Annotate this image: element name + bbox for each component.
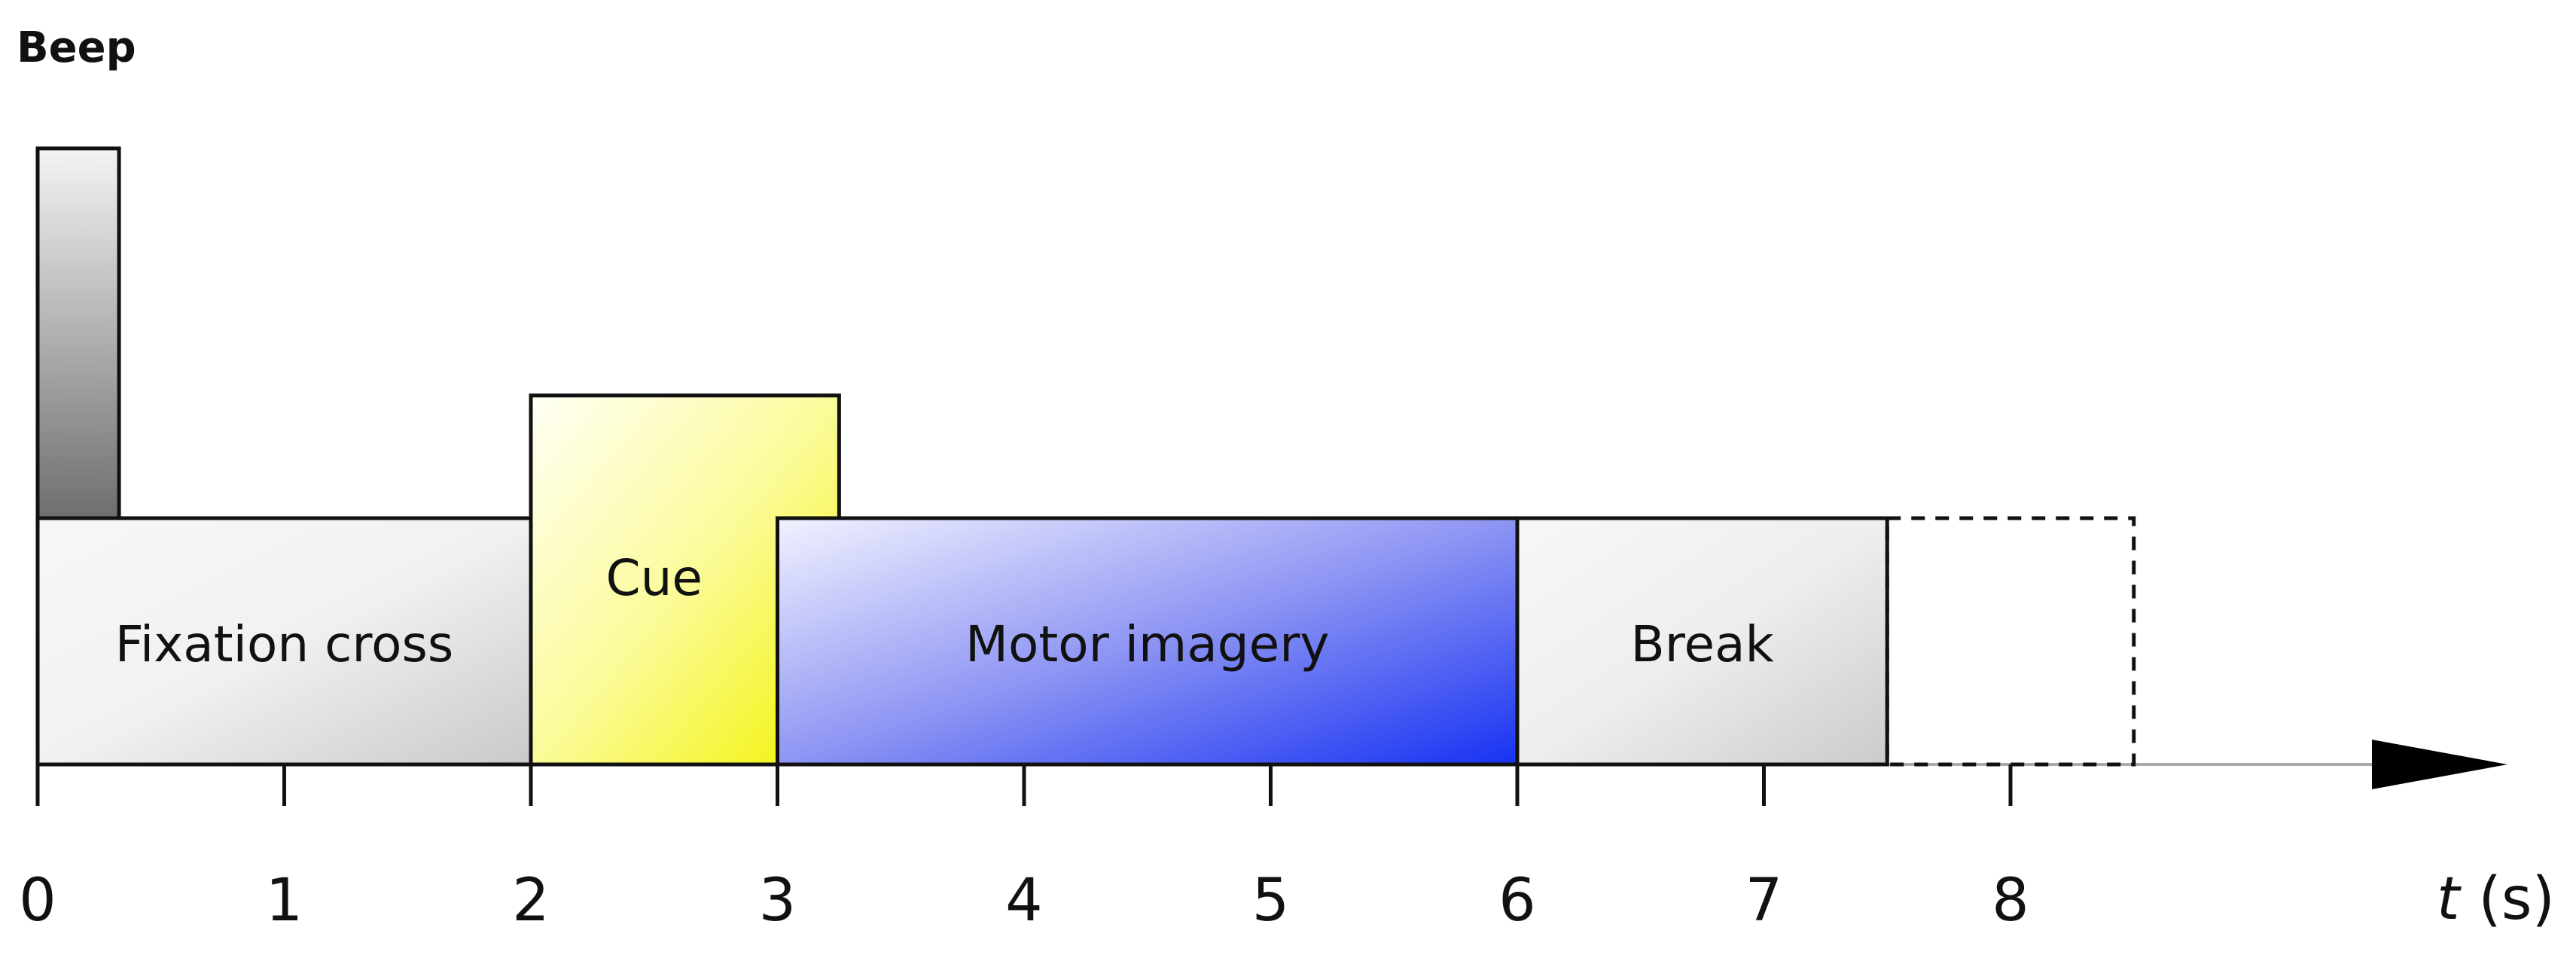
- time-axis-unit: (s): [2460, 865, 2555, 933]
- tick-label-1: 1: [266, 867, 303, 935]
- tick-label-8: 8: [1992, 867, 2029, 935]
- phase-label-cue: Cue: [605, 549, 703, 607]
- time-axis-label: t (s): [2437, 865, 2555, 933]
- tick-group: 0 1 2 3 4 5 6 7 8: [19, 764, 2029, 935]
- tick-label-5: 5: [1252, 867, 1290, 935]
- tick-label-2: 2: [512, 867, 550, 935]
- tick-label-3: 3: [759, 867, 797, 935]
- tick-label-4: 4: [1005, 867, 1043, 935]
- beep-box: [35, 146, 121, 520]
- phase-label-fixation: Fixation cross: [115, 615, 454, 673]
- tick-label-0: 0: [19, 867, 56, 935]
- time-axis-variable: t: [2437, 865, 2462, 933]
- beep-label: Beep: [17, 23, 136, 72]
- phase-label-motor: Motor imagery: [965, 615, 1329, 673]
- phase-box-next: [1885, 516, 2136, 767]
- tick-label-6: 6: [1498, 867, 1536, 935]
- tick-label-7: 7: [1745, 867, 1783, 935]
- time-axis-arrowhead: [2372, 740, 2507, 789]
- phase-label-break: Break: [1631, 615, 1775, 673]
- phase-box-break: [1515, 516, 1889, 767]
- beep-group: [35, 146, 121, 520]
- phase-box-motor: [776, 516, 1520, 767]
